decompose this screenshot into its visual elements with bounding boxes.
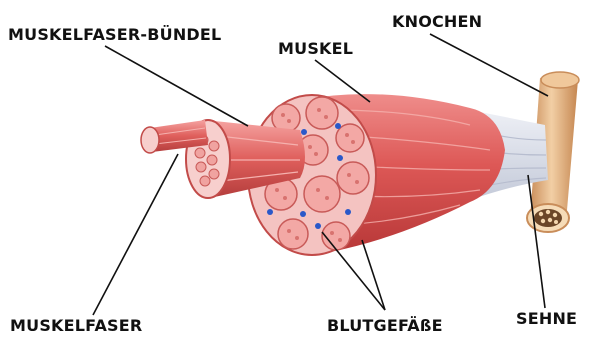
- leader-vessel-2: [362, 240, 385, 310]
- label-muscle: MUSKEL: [278, 40, 353, 58]
- label-tendon: SEHNE: [516, 310, 577, 328]
- leader-bone: [430, 34, 548, 96]
- leader-bundle: [105, 46, 248, 126]
- leader-fiber: [93, 154, 178, 315]
- label-blood-vessels: BLUTGEFÄßE: [327, 317, 443, 335]
- label-muscle-fiber: MUSKELFASER: [10, 317, 142, 335]
- label-bone: KNOCHEN: [392, 13, 482, 31]
- label-muscle-fiber-bundle: MUSKELFASER-BÜNDEL: [8, 26, 221, 44]
